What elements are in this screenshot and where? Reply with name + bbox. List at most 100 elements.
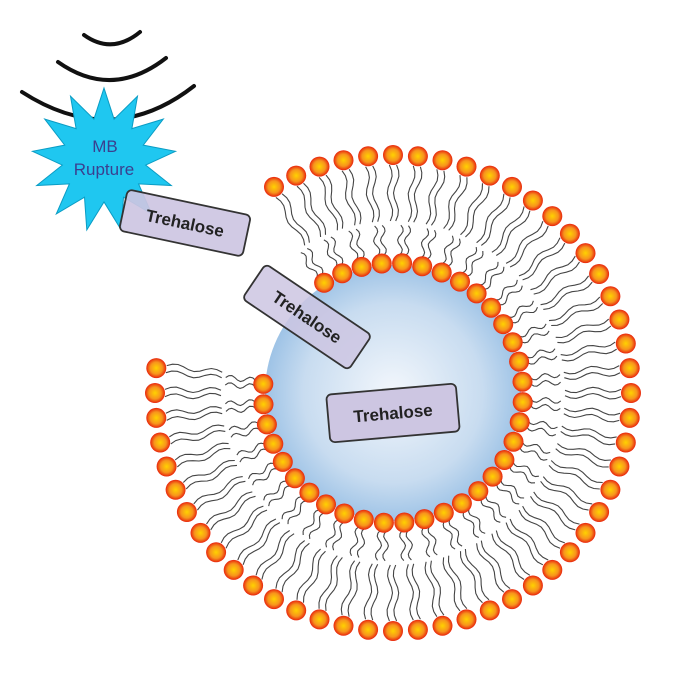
lipid-tail [407, 165, 416, 222]
lipid-head [156, 456, 177, 477]
lipid-tail [551, 303, 604, 327]
lipid-tail [491, 206, 525, 253]
lipid-head [383, 621, 403, 641]
lipid-head [522, 190, 543, 211]
lipid-tail [403, 225, 411, 256]
lipid-head [479, 600, 500, 621]
lipid-tail [459, 551, 483, 604]
lipid-tail [193, 476, 243, 505]
lipid-head [512, 371, 533, 392]
lipid-tail [426, 230, 437, 260]
lipid-tail [509, 518, 549, 561]
lipid-head [482, 466, 503, 487]
lipid-tail [182, 459, 235, 483]
lipid-tail [495, 530, 531, 576]
lipid-tail [228, 421, 259, 431]
lipid-head [479, 165, 500, 186]
lipid-tail [386, 564, 394, 622]
lipid-tail [365, 166, 375, 223]
lipid-tail [166, 363, 223, 373]
lipid-tail [521, 330, 550, 344]
lipid-tail [518, 323, 547, 338]
lipid-tail [427, 525, 438, 556]
lipid-tail [236, 442, 265, 456]
lipid-tail [341, 170, 356, 226]
lipid-tail [281, 496, 303, 520]
lipid-tail [281, 542, 310, 593]
lipid-tail [548, 296, 601, 322]
lipid-head [146, 358, 167, 379]
lipid-head [371, 253, 392, 274]
lipid-head [559, 223, 580, 244]
lipid-tail [165, 406, 222, 414]
lipid-tail [461, 247, 478, 274]
lipid-tail [225, 509, 268, 549]
lipid-tail [349, 526, 360, 556]
lipid-tail [564, 407, 621, 416]
lipid-head [456, 609, 477, 630]
lipid-tail [225, 375, 256, 383]
lipid-tail [548, 465, 600, 490]
lipid-tail [447, 555, 468, 610]
lipid-head [373, 512, 394, 533]
lipid-tail [176, 447, 231, 468]
lipid-head [190, 522, 211, 543]
lipid-tail [505, 522, 544, 566]
lipid-tail [224, 382, 256, 389]
lipid-tail [170, 430, 226, 445]
lipid-tail [480, 197, 511, 246]
lipid-tail [560, 341, 616, 356]
lipid-head [333, 615, 354, 636]
lipid-tail [522, 505, 565, 544]
lipid-tail [500, 479, 525, 499]
lipid-head [512, 392, 533, 413]
lipid-tail [399, 530, 407, 561]
lipid-tail [370, 564, 379, 621]
lipid-tail [508, 300, 534, 318]
lipid-tail [460, 183, 484, 236]
lipid-head [286, 600, 307, 621]
lipid-head [432, 150, 453, 171]
lipid-tail [323, 239, 338, 268]
lipid-head [407, 146, 428, 167]
lipid-tail [363, 563, 373, 620]
lipid-tail [303, 182, 327, 235]
lipid-tail [325, 557, 343, 611]
lipid-tail [424, 561, 438, 617]
lipid-tail [564, 386, 622, 394]
lipid-tail [372, 165, 380, 222]
lipid-head [272, 451, 293, 472]
lipid-tail [255, 530, 291, 576]
lipid-tail [405, 529, 413, 561]
lipid-head [414, 509, 435, 530]
lipid-tail [530, 397, 562, 404]
lipid-tail [237, 518, 277, 561]
lipid-tail [413, 166, 423, 223]
trehalose-molecule-1: Trehalose [119, 189, 251, 257]
lipid-tail [325, 519, 339, 548]
lipid-tail [465, 186, 490, 238]
lipid-tail [347, 561, 361, 617]
lipid-tail [533, 491, 580, 525]
wave-arc-medium [56, 56, 168, 82]
lipid-head [383, 145, 403, 165]
lipid-tail [555, 318, 610, 339]
lipid-tail [169, 424, 225, 438]
burst-label-mb: MB [92, 137, 118, 156]
lipid-head [509, 412, 530, 433]
lipid-head [589, 502, 610, 522]
lipid-tail [525, 348, 556, 359]
lipid-tail [495, 279, 518, 301]
lipid-tail [165, 370, 222, 379]
lipid-tail [476, 193, 505, 244]
lipid-tail [543, 281, 593, 310]
lipid-tail [521, 441, 551, 454]
lipid-tail [564, 372, 621, 380]
lipid-head [263, 433, 284, 454]
lipid-tail [206, 491, 253, 525]
lipid-tail [386, 164, 394, 222]
lipid-head [253, 394, 274, 415]
lipid-head [619, 407, 640, 428]
lipid-tail [447, 238, 461, 267]
lipid-tail [509, 466, 536, 484]
